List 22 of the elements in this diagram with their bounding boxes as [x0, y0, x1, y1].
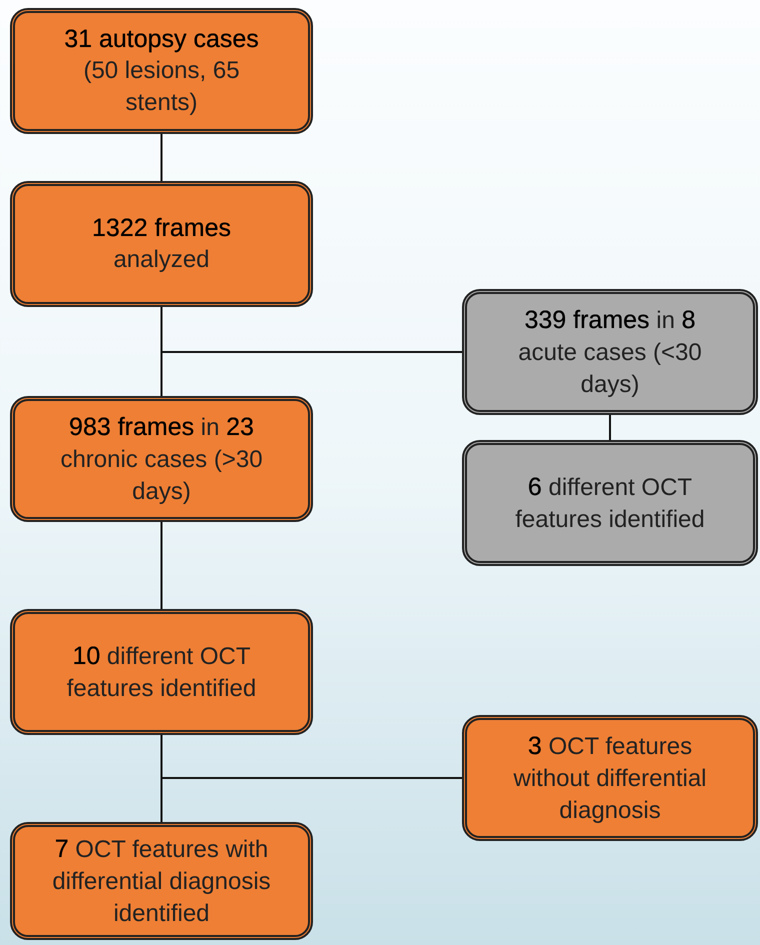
- connector-line: [160, 522, 162, 609]
- box-text: 339 frames in 8 acute cases (<30 days): [517, 304, 703, 400]
- process-box: [10, 822, 313, 940]
- connector-line: [609, 415, 611, 440]
- box-text: 7 OCT features with differential diagnosis identified: [51, 834, 272, 928]
- process-box: [10, 181, 313, 307]
- box-text: analyzed: [113, 245, 210, 275]
- box-heading: 31 autopsy cases: [64, 24, 259, 55]
- connector-line: [160, 307, 462, 353]
- box-text: 983 frames in 23 chronic cases (>30 days): [59, 412, 264, 506]
- box-text: (50 lesions, 65 stents): [82, 56, 241, 118]
- process-box: [10, 609, 313, 735]
- box-text: 3 OCT features without differential diagnosis: [512, 730, 708, 826]
- process-box: [462, 440, 758, 566]
- process-box: [462, 289, 758, 415]
- box-text: 6 different OCT features identified: [514, 472, 706, 534]
- box-heading: 1322 frames: [92, 213, 231, 244]
- process-box: [10, 396, 313, 522]
- process-box: [10, 8, 313, 134]
- connector-line: [160, 134, 162, 181]
- process-box: [462, 715, 758, 841]
- box-text: 10 different OCT features identified: [66, 640, 258, 704]
